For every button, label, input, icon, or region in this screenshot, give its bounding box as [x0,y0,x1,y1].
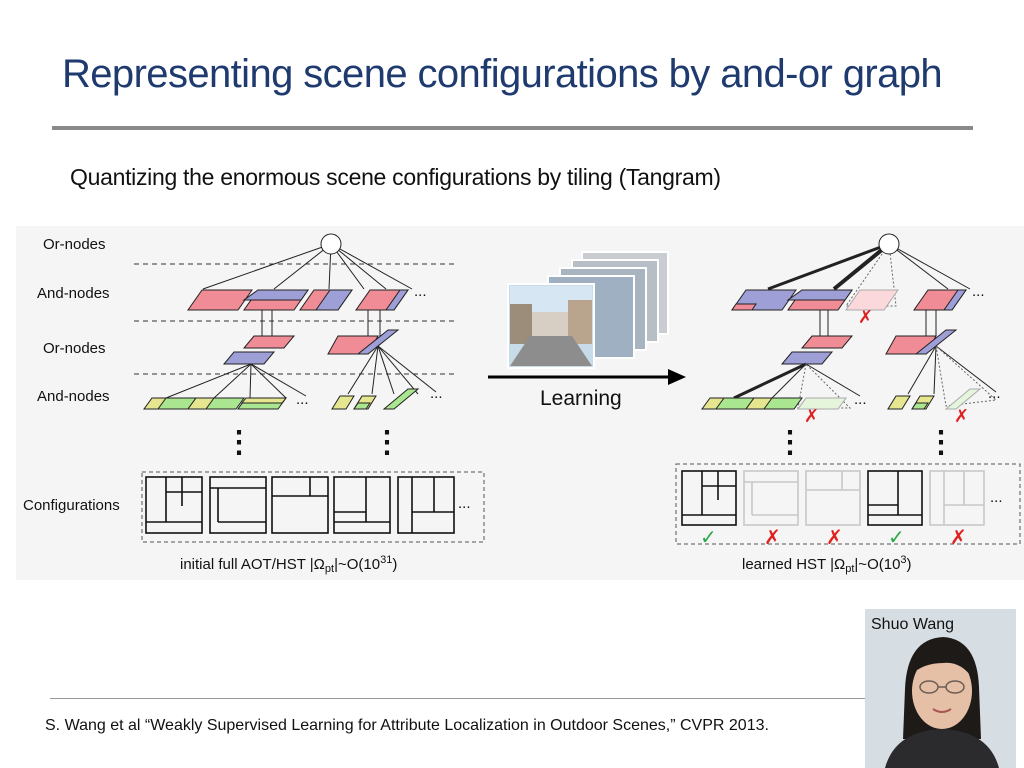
level-label-or-nodes-1: Or-nodes [43,236,106,253]
level-label-configurations: Configurations [23,497,120,514]
ellipsis: ... [854,391,867,408]
vertical-ellipsis: ⋮ [224,426,254,459]
learning-label: Learning [540,387,622,410]
right-caption: learned HST |Ωpt|~O(103) [742,554,912,575]
learned-configurations: ... [675,463,1021,545]
citation: S. Wang et al “Weakly Supervised Learnin… [45,717,769,734]
config-marks: ✓ ✗ ✗ ✓ ✗ [700,525,967,549]
level-label-and-nodes-2: And-nodes [37,388,110,405]
learned-hst-graph: ... ✗ ... ... ✗ ✗ ⋮ ⋮ [701,233,1001,459]
reject-mark: ✗ [826,525,843,549]
footer-divider [50,698,865,699]
learning-arrow [668,369,686,385]
pruned-mark: ✗ [804,406,819,426]
accept-mark: ✓ [700,525,717,549]
ellipsis: ... [972,283,985,300]
svg-text:initial full AOT/HST |Ωpt|~O(1: initial full AOT/HST |Ωpt|~O(1031) [180,554,397,575]
reject-mark: ✗ [950,525,967,549]
slide-subtitle: Quantizing the enormous scene configurat… [70,164,721,190]
vertical-ellipsis: ⋮ [926,426,956,459]
and-or-graph-diagram: Or-nodes And-nodes Or-nodes And-nodes Co… [16,226,1024,580]
reject-mark: ✗ [764,525,781,549]
pruned-mark: ✗ [954,406,969,426]
initial-aot-graph: ... ... ... ⋮ ⋮ [143,233,443,459]
ellipsis: ... [458,495,471,512]
presenter-name: Shuo Wang [871,616,955,633]
ellipsis: ... [430,385,443,402]
presenter-video: Shuo Wang [865,609,1016,768]
ellipsis: ... [296,391,309,408]
ellipsis: ... [414,283,427,300]
svg-text:learned HST |Ωpt|~O(103): learned HST |Ωpt|~O(103) [742,554,912,575]
presenter-portrait [865,609,1016,768]
pruned-mark: ✗ [858,307,873,327]
scene-image-stack [507,251,669,369]
ellipsis: ... [990,489,1003,506]
ellipsis: ... [988,385,1001,402]
level-label-or-nodes-2: Or-nodes [43,340,106,357]
level-separators [134,263,456,375]
level-label-and-nodes-1: And-nodes [37,285,110,302]
slide-title: Representing scene configurations by and… [62,52,943,96]
vertical-ellipsis: ⋮ [372,426,402,459]
vertical-ellipsis: ⋮ [775,426,805,459]
title-divider [52,126,973,130]
root-or-node [878,233,900,255]
left-caption: initial full AOT/HST |Ωpt|~O(1031) [180,554,397,575]
root-or-node [320,233,342,255]
accept-mark: ✓ [888,525,905,549]
initial-configurations: ... [141,471,485,543]
